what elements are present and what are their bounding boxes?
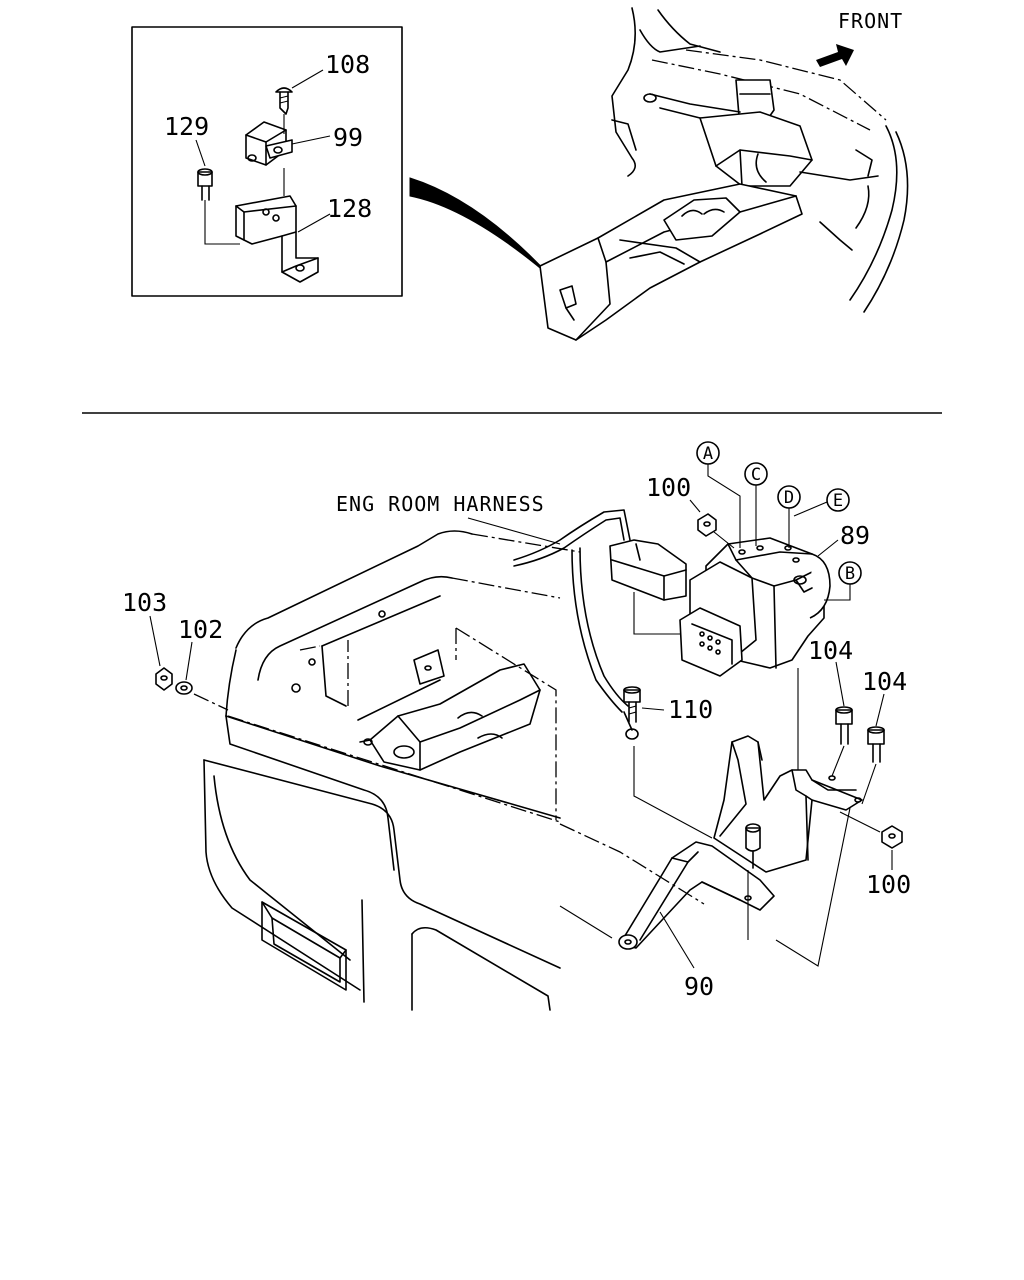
callout-104-left: 104	[808, 636, 853, 665]
leader-90	[659, 911, 695, 969]
washer-102	[175, 681, 193, 695]
bracket-arm-90	[618, 841, 775, 950]
svg-text:E: E	[833, 491, 843, 511]
callout-128: 128	[327, 194, 372, 223]
guide-104-left	[831, 745, 845, 777]
guide-100-lower	[839, 811, 881, 833]
guide-104-right	[861, 763, 877, 805]
callout-100-upper: 100	[646, 473, 691, 502]
clip-99	[245, 121, 293, 166]
bolt-129	[197, 168, 213, 201]
guide-ground	[633, 746, 713, 839]
mounting-bracket	[713, 735, 863, 873]
callout-110: 110	[668, 695, 713, 724]
front-label: FRONT	[838, 9, 903, 33]
bolt-104-right	[867, 726, 885, 763]
bracket-128	[235, 195, 319, 283]
bottom-panel: ENG ROOM HARNESS	[122, 441, 911, 1011]
inset-detail-box	[131, 26, 403, 297]
callout-100-lower: 100	[866, 870, 911, 899]
front-arrow	[816, 44, 854, 67]
leader-110	[641, 707, 665, 711]
vehicle-floor-console	[539, 7, 909, 341]
harness-label: ENG ROOM HARNESS	[336, 492, 545, 516]
callout-108: 108	[325, 50, 370, 79]
guide-102	[193, 693, 229, 711]
bolt-104-left	[835, 706, 853, 745]
svg-text:A: A	[703, 444, 713, 464]
leader-104-right	[875, 693, 885, 727]
bolt-110	[623, 686, 641, 723]
leader-102	[185, 641, 193, 681]
connector-marker-b: B	[824, 561, 862, 601]
leader-harness	[467, 517, 561, 545]
leader-99	[291, 135, 331, 145]
guide-bracket-left	[559, 905, 613, 939]
callout-90: 90	[684, 972, 714, 1001]
guide-connector	[633, 592, 680, 635]
eng-room-harness	[513, 509, 687, 740]
vehicle-body	[203, 530, 581, 1011]
connector-marker-e: E	[793, 488, 850, 517]
leader-104-left	[835, 661, 845, 707]
callout-99: 99	[333, 123, 363, 152]
leader-129	[195, 139, 206, 167]
top-panel: 108 129 99 128 FRONT	[131, 7, 909, 341]
leader-128	[297, 213, 331, 233]
connector-marker-c: C	[744, 462, 768, 546]
guide-body-bracket	[559, 823, 705, 905]
leader-108	[291, 69, 324, 89]
svg-text:D: D	[784, 488, 794, 508]
abs-unit-89	[679, 537, 831, 677]
connector-marker-a: A	[696, 441, 741, 548]
leader-103	[149, 615, 161, 667]
connector-marker-d: D	[777, 485, 801, 548]
leader-100-upper	[689, 499, 701, 513]
svg-text:C: C	[751, 465, 761, 485]
guide-100-upper	[713, 531, 735, 549]
callout-104-right: 104	[862, 667, 907, 696]
svg-text:B: B	[845, 564, 855, 584]
leader-89	[817, 539, 839, 557]
screw-108	[275, 87, 293, 115]
callout-103: 103	[122, 588, 167, 617]
callout-89: 89	[840, 521, 870, 550]
nut-100-lower	[881, 825, 903, 849]
callout-129: 129	[164, 112, 209, 141]
nut-103	[155, 667, 173, 691]
callout-102: 102	[178, 615, 223, 644]
nut-100-upper	[697, 513, 717, 537]
guide-bracket-lower	[775, 807, 851, 967]
guide-129-128	[204, 200, 240, 245]
detail-pointer	[409, 177, 553, 279]
